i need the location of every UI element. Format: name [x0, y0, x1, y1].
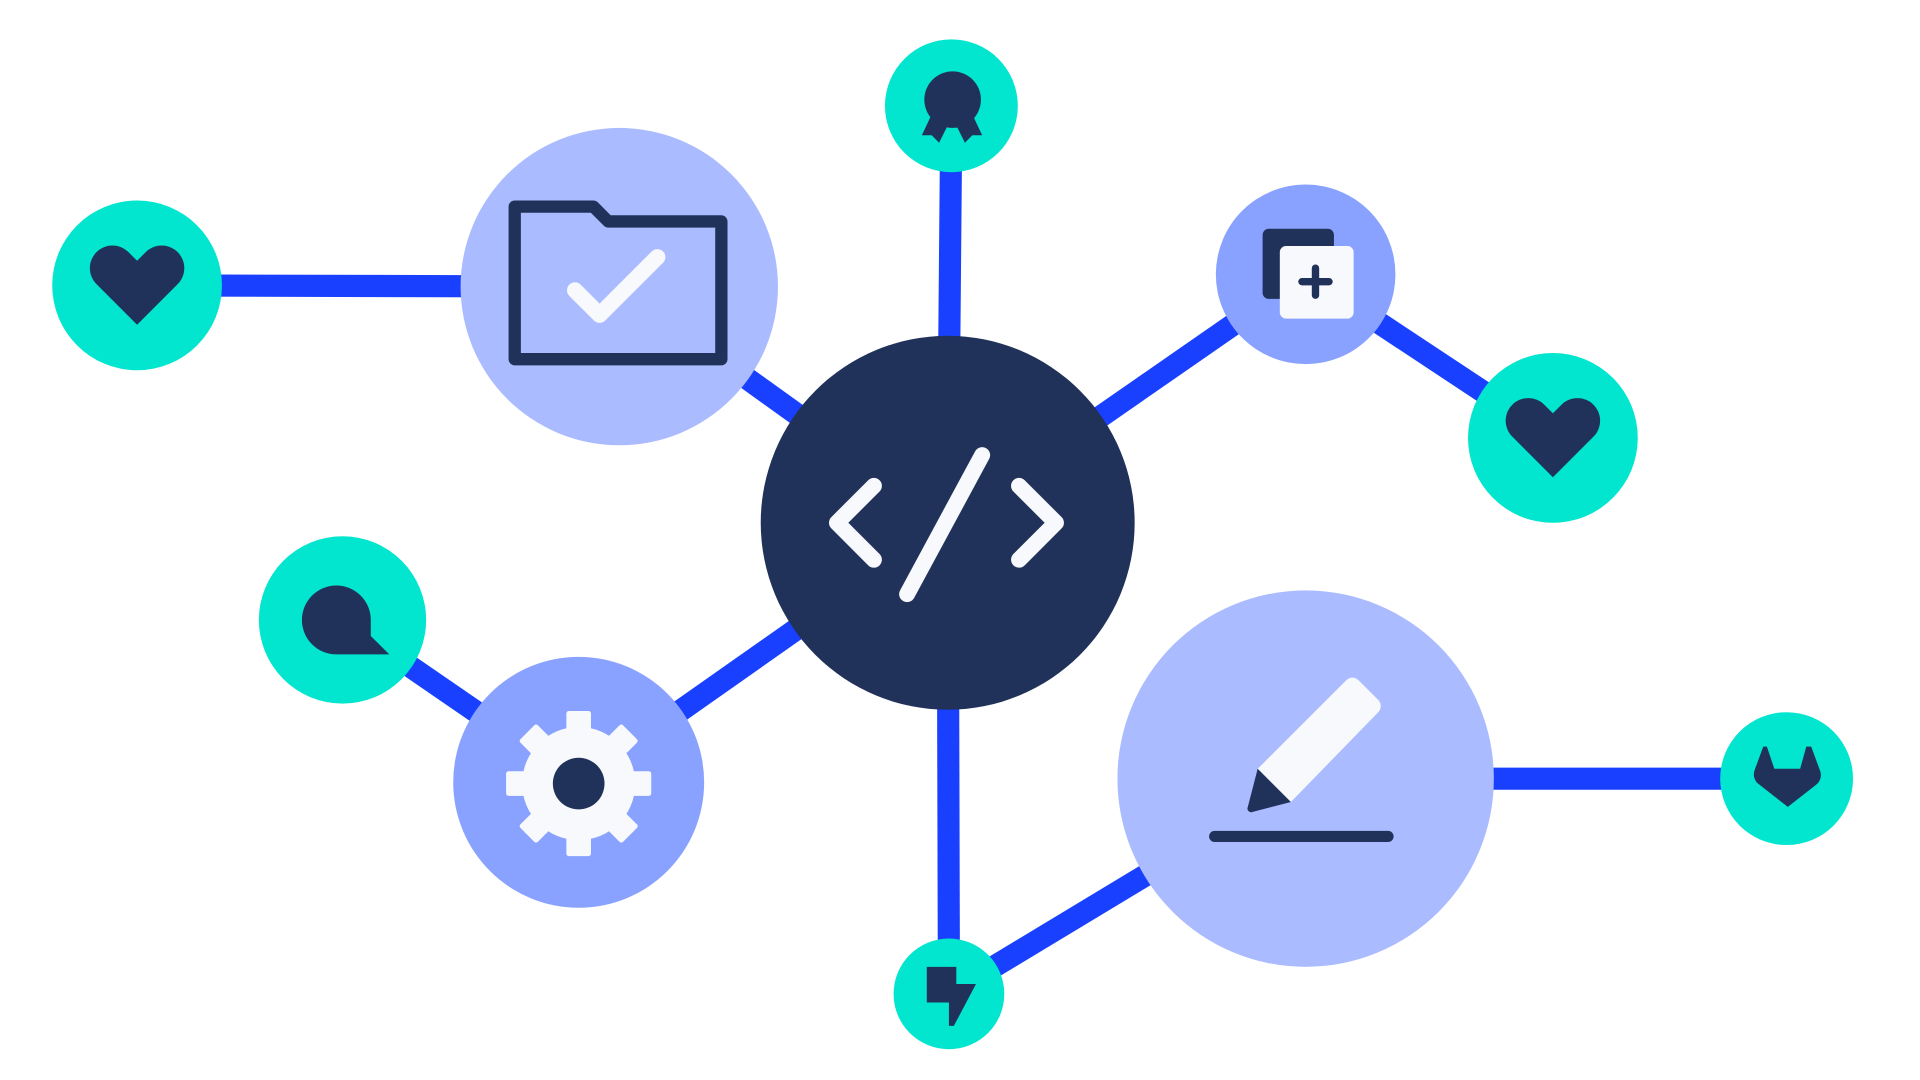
icons: [89, 71, 1821, 1026]
pen-underline-icon: [1209, 677, 1394, 842]
code-icon: [828, 447, 1064, 603]
copy-add-icon: [1262, 228, 1354, 319]
heart-icon: [1505, 398, 1601, 478]
lightning-bolt-icon: [926, 966, 976, 1026]
chat-bubble-icon: [301, 585, 390, 655]
shield-icon: [1753, 746, 1821, 807]
award-ribbon-icon: [921, 71, 983, 143]
gear-icon: [506, 710, 652, 857]
heart-icon: [89, 245, 185, 325]
folder-check-icon: [508, 200, 728, 366]
